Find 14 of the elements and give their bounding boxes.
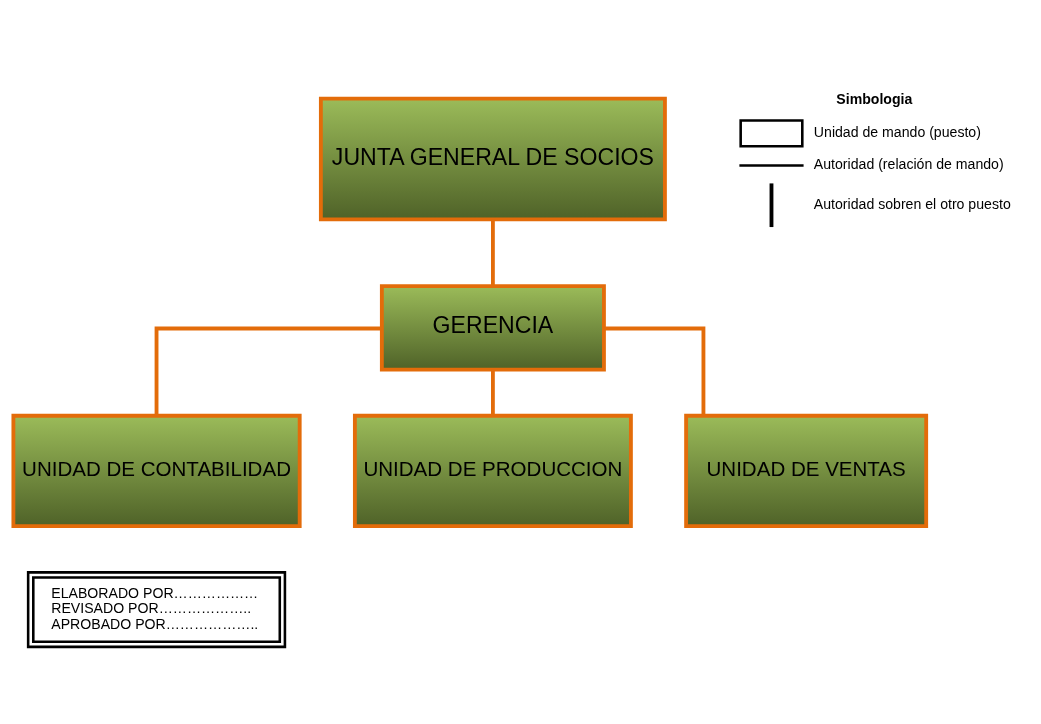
legend-label: Unidad de mando (puesto) bbox=[813, 123, 981, 140]
legend-label: Autoridad (relación de mando) bbox=[813, 155, 1004, 172]
node-box: JUNTA GENERAL DE SOCIOS bbox=[318, 96, 667, 221]
node-box: UNIDAD DE PRODUCCION bbox=[352, 413, 633, 528]
node-box: UNIDAD DE CONTABILIDAD bbox=[11, 413, 302, 528]
node-box: GERENCIA bbox=[379, 283, 606, 371]
connector bbox=[490, 369, 495, 416]
node-box: UNIDAD DE VENTAS bbox=[684, 413, 929, 528]
label: Simbologia bbox=[836, 90, 913, 107]
connector bbox=[490, 219, 495, 286]
legend-label: Autoridad sobren el otro puesto bbox=[813, 195, 1011, 212]
node-box: ELABORADO POR……………… REVISADO POR……………….. APROBADO POR……………….. bbox=[26, 570, 287, 648]
connector bbox=[604, 326, 706, 415]
connector bbox=[154, 326, 382, 415]
